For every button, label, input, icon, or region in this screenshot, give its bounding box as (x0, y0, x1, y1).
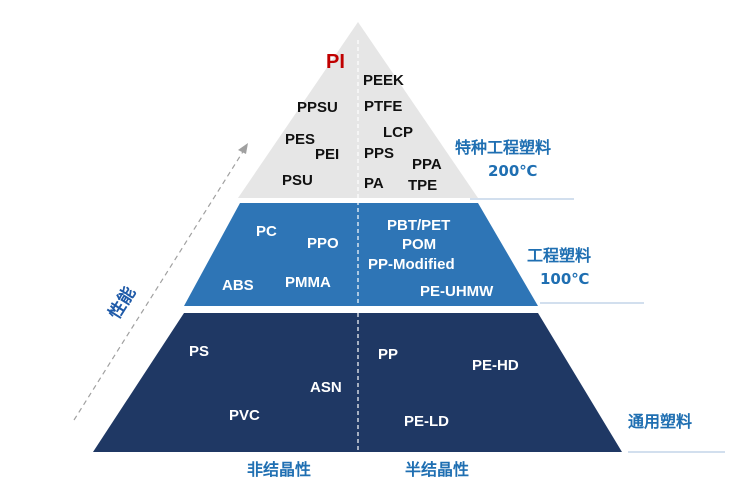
performance-arrow (73, 149, 245, 421)
tier-label-engineering: 工程塑料 (527, 246, 592, 265)
column-label-semicrystalline: 半结晶性 (405, 460, 470, 479)
material-pbt-pet: PBT/PET (387, 217, 451, 234)
material-ppo: PPO (307, 235, 339, 252)
material-lcp: LCP (383, 124, 413, 141)
column-label-amorphous: 非结晶性 (247, 460, 312, 479)
material-ppsu: PPSU (297, 99, 338, 116)
material-psu: PSU (282, 172, 313, 189)
material-abs: ABS (222, 277, 254, 294)
material-pe-uhmw: PE-UHMW (420, 283, 494, 300)
material-pp: PP (378, 346, 399, 363)
tier-label-special: 特种工程塑料 (455, 138, 552, 157)
material-ptfe: PTFE (364, 98, 403, 115)
material-pom: POM (402, 236, 437, 253)
pyramid-middle-tier (184, 203, 538, 306)
material-pp-modified: PP-Modified (368, 256, 455, 273)
tier-temperature-engineering: 100℃ (540, 270, 590, 288)
material-pei: PEI (315, 146, 340, 163)
tier-temperature-special: 200℃ (488, 162, 538, 180)
material-pi: PI (326, 51, 345, 73)
material-pa: PA (364, 175, 384, 192)
material-asn: ASN (310, 379, 342, 396)
material-pps: PPS (364, 145, 395, 162)
material-pvc: PVC (229, 407, 260, 424)
material-pc: PC (256, 223, 277, 240)
material-ps: PS (189, 343, 210, 360)
material-ppa: PPA (412, 156, 442, 173)
material-tpe: TPE (408, 177, 438, 194)
performance-arrow-head (238, 143, 248, 154)
material-pe-hd: PE-HD (472, 357, 519, 374)
material-pmma: PMMA (285, 274, 331, 291)
material-pe-ld: PE-LD (404, 413, 449, 430)
tier-label-general: 通用塑料 (628, 412, 693, 431)
material-peek: PEEK (363, 72, 404, 89)
material-pes: PES (285, 131, 316, 148)
pyramid-bottom-tier (93, 313, 622, 452)
